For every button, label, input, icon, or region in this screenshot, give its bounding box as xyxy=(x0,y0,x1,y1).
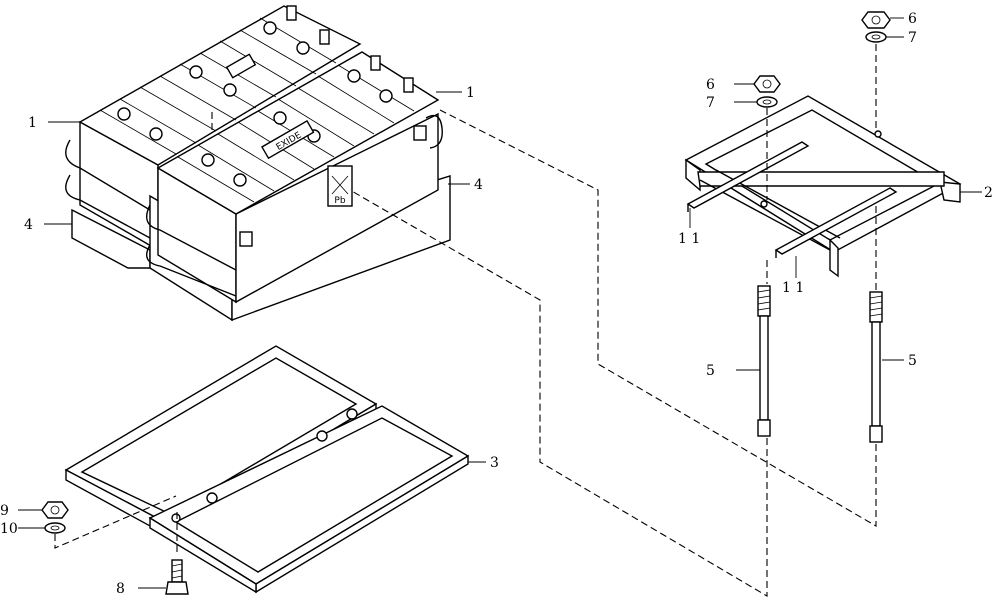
battery-rear xyxy=(65,5,362,269)
washer-mid xyxy=(756,96,778,108)
callout-8: 8 xyxy=(116,581,125,597)
nut-mid xyxy=(753,75,781,93)
callout-labels: 1 1 2 3 4 4 5 5 6 6 7 7 8 9 10 1 1 1 1 xyxy=(0,11,993,597)
callout-7-top: 7 xyxy=(908,30,917,46)
callout-4-right: 4 xyxy=(474,177,483,193)
callout-1-right: 1 xyxy=(466,85,475,101)
callout-7-mid: 7 xyxy=(706,95,715,111)
bolt xyxy=(165,559,189,595)
callout-3: 3 xyxy=(490,455,499,471)
threaded-rod-left xyxy=(757,285,771,437)
callout-9: 9 xyxy=(0,503,9,519)
callout-6-top: 6 xyxy=(908,11,917,27)
callout-4-left: 4 xyxy=(24,217,33,233)
assembly-lines xyxy=(54,44,877,597)
callout-1-left: 1 xyxy=(28,115,37,131)
callout-5-right: 5 xyxy=(908,353,917,369)
threaded-rod-right xyxy=(869,291,883,443)
callout-11-left: 1 1 xyxy=(678,231,700,247)
callout-5-left: 5 xyxy=(706,363,715,379)
washer-upper-right xyxy=(865,31,887,43)
pb-badge-label: Pb xyxy=(334,196,345,206)
callout-6-mid: 6 xyxy=(706,77,715,93)
carrier-frame xyxy=(684,95,962,278)
washer-lower-left xyxy=(44,522,66,534)
recycle-badge xyxy=(327,165,353,207)
leader-lines xyxy=(18,17,982,589)
callout-11-right: 1 1 xyxy=(782,280,804,296)
nut-lower-left xyxy=(41,501,69,519)
callout-2: 2 xyxy=(984,185,993,201)
callout-10: 10 xyxy=(0,521,18,537)
battery-front: EXIDE Pb xyxy=(146,51,451,322)
nut-upper-right xyxy=(861,11,891,29)
